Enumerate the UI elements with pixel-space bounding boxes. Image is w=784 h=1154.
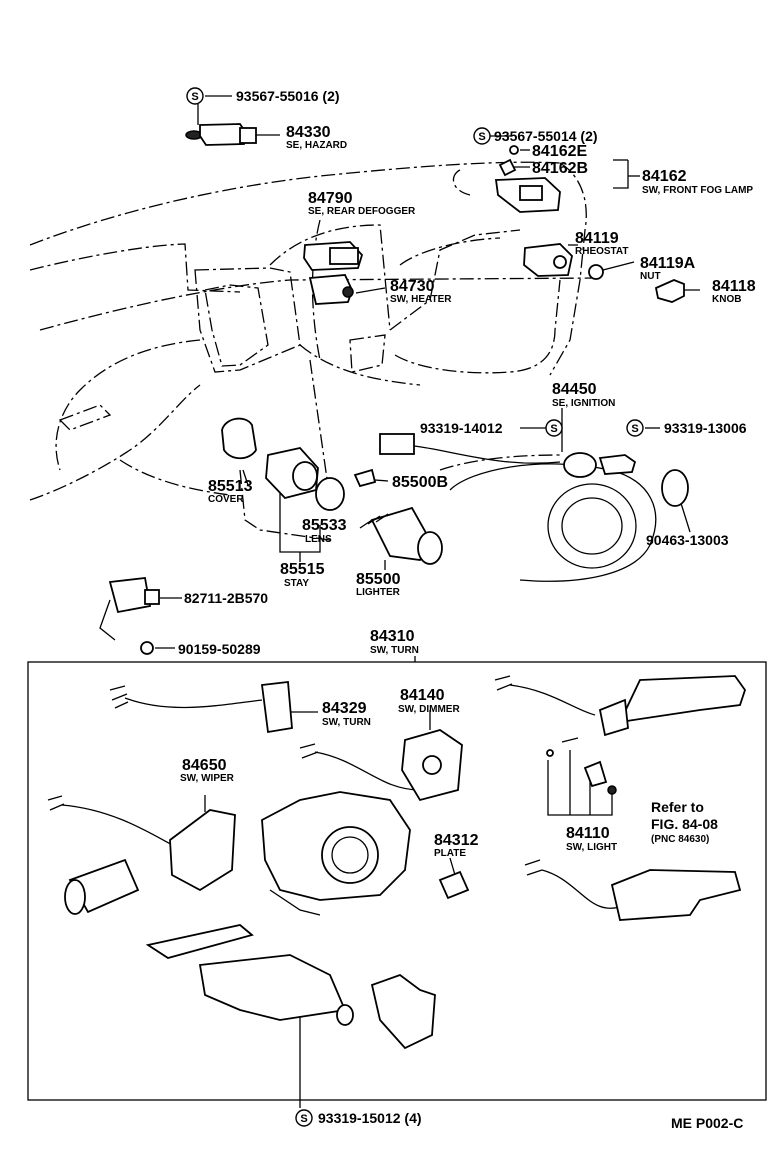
- label-84790: 84790: [308, 190, 353, 207]
- label-84312: 84312: [434, 832, 479, 849]
- screw-symbol-2: S: [473, 127, 491, 145]
- label-93319-14012: 93319-14012: [420, 420, 503, 436]
- desc-84450: SE, IGNITION: [552, 398, 615, 409]
- desc-84119A: NUT: [640, 271, 661, 282]
- label-84450: 84450: [552, 381, 597, 398]
- label-90463-13003: 90463-13003: [646, 532, 729, 548]
- desc-84162: SW, FRONT FOG LAMP: [642, 185, 753, 196]
- heater-switch-part: [308, 274, 354, 305]
- hazard-switch-part: [185, 123, 257, 146]
- wiper-switch-part: [47, 795, 236, 915]
- svg-text:S: S: [478, 131, 485, 143]
- bolt-part: [140, 641, 154, 655]
- lever-switch-part: [524, 859, 742, 921]
- turn-switch-assembly-box: [27, 661, 767, 1101]
- connector-part: [99, 577, 160, 641]
- cigarette-stay-part: [265, 447, 319, 500]
- label-84162B: 84162B: [532, 160, 588, 177]
- desc-84650: SW, WIPER: [180, 773, 235, 784]
- label-90159-50289: 90159-50289: [178, 641, 261, 657]
- label-82711-2B570: 82711-2B570: [184, 590, 268, 606]
- label-84119A: 84119A: [640, 255, 696, 272]
- svg-text:S: S: [550, 423, 557, 435]
- rheostat-part: [523, 243, 573, 277]
- light-switch-part: [494, 675, 746, 795]
- desc-84310: SW, TURN: [370, 645, 419, 656]
- desc-84118: KNOB: [712, 294, 741, 305]
- steering-column: [449, 463, 657, 582]
- label-85500B: 85500B: [392, 474, 448, 491]
- nut-part: [588, 264, 604, 280]
- label-84110: 84110: [566, 825, 610, 842]
- dimmer-switch-part: [299, 729, 463, 802]
- screw-symbol-1: S: [186, 87, 204, 105]
- svg-text:S: S: [300, 1113, 307, 1125]
- band-part: [661, 469, 689, 507]
- lighter-ring-part: [353, 468, 377, 488]
- desc-85500: LIGHTER: [356, 587, 401, 598]
- lighter-part: [359, 506, 443, 565]
- desc-84312: PLATE: [434, 848, 466, 859]
- leader-lines: [155, 95, 700, 1108]
- desc-85533: LENS: [305, 534, 332, 545]
- combination-switch-body: [261, 791, 411, 916]
- label-84329: 84329: [322, 700, 367, 717]
- label-84162: 84162: [642, 168, 687, 185]
- label-85500: 85500: [356, 571, 401, 588]
- screw-symbol-4: S: [626, 419, 644, 437]
- label-85515: 85515: [280, 561, 325, 578]
- part-drawings: [47, 123, 746, 1050]
- plate-part: [438, 870, 470, 900]
- desc-85515: STAY: [284, 578, 309, 589]
- cover-part: [221, 417, 257, 460]
- label-84119: 84119: [575, 230, 619, 247]
- turn-switch-part: [109, 680, 293, 734]
- refer-line-2: FIG. 84-08: [651, 816, 718, 832]
- desc-84140: SW, DIMMER: [398, 704, 460, 715]
- dashboard-outline: [29, 161, 601, 541]
- desc-84110: SW, LIGHT: [566, 842, 617, 853]
- label-84650: 84650: [182, 757, 227, 774]
- label-84162E: 84162E: [532, 143, 587, 160]
- screw-symbol-3: S: [545, 419, 563, 437]
- label-84118: 84118: [712, 278, 756, 295]
- label-84310: 84310: [370, 628, 415, 645]
- rear-defogger-switch-part: [303, 241, 364, 271]
- label-93567-55014: 93567-55014 (2): [494, 128, 598, 144]
- knob-part: [654, 279, 685, 303]
- desc-84329: SW, TURN: [322, 717, 371, 728]
- desc-84330: SE, HAZARD: [286, 140, 347, 151]
- label-85533: 85533: [302, 517, 347, 534]
- svg-text:S: S: [631, 423, 638, 435]
- label-93319-13006: 93319-13006: [664, 420, 747, 436]
- refer-line-3: (PNC 84630): [651, 834, 709, 845]
- label-84730: 84730: [390, 278, 435, 295]
- lens-part: [315, 477, 345, 511]
- desc-84730: SW, HEATER: [390, 294, 452, 305]
- lower-housing-part: [145, 924, 436, 1050]
- fog-lamp-switch-part: [494, 145, 561, 213]
- desc-84119: RHEOSTAT: [575, 246, 629, 257]
- label-85513: 85513: [208, 478, 253, 495]
- desc-85513: COVER: [208, 494, 244, 505]
- label-84140: 84140: [400, 687, 445, 704]
- svg-text:S: S: [191, 91, 198, 103]
- refer-line-1: Refer to: [651, 799, 704, 815]
- page-code: ME P002-C: [671, 1115, 743, 1131]
- ignition-harness-part: [379, 433, 637, 478]
- label-93567-55016: 93567-55016 (2): [236, 88, 340, 104]
- desc-84790: SE, REAR DEFOGGER: [308, 206, 416, 217]
- label-84330: 84330: [286, 124, 331, 141]
- label-93319-15012: 93319-15012 (4): [318, 1110, 422, 1126]
- screw-symbol-5: S: [295, 1109, 313, 1127]
